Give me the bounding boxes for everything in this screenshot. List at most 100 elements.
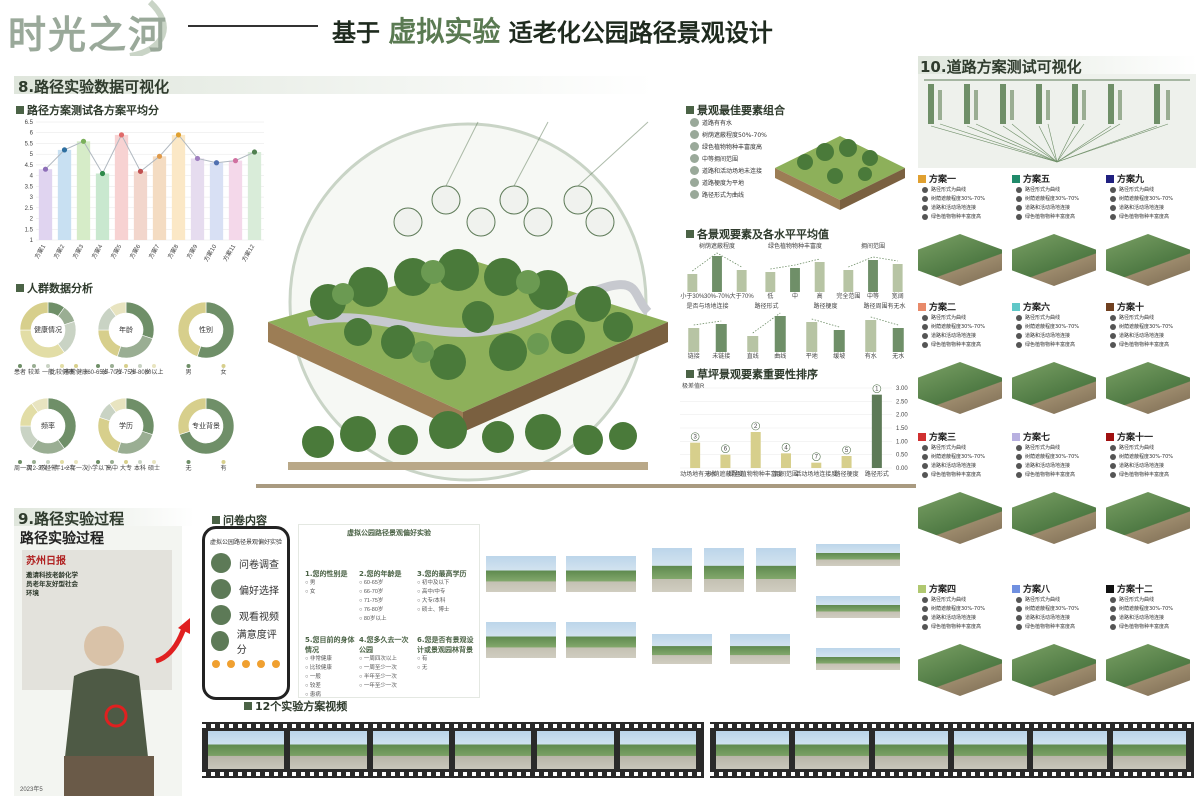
pref-photo[interactable]	[652, 634, 712, 664]
video-frame[interactable]	[954, 731, 1028, 769]
pref-photo[interactable]	[816, 648, 900, 670]
plan-legend: 路径形式为曲线树荫遮蔽程度30%-70%道路和活动场地连接绿色植物物种丰富度高	[1110, 314, 1173, 350]
x-tick-label: 方案1	[33, 242, 48, 260]
question-option[interactable]: ○ 一周四次以上	[359, 656, 397, 662]
factor-icon	[922, 214, 928, 220]
question-option[interactable]: ○ 比较健康	[305, 665, 332, 671]
question-option[interactable]: ○ 高中/中专	[417, 589, 446, 595]
score-bar	[228, 160, 243, 240]
legend-label: 非常健康	[64, 368, 88, 376]
plan-model-render[interactable]	[1012, 644, 1096, 696]
legend-swatch	[110, 460, 114, 464]
video-frame[interactable]	[874, 731, 948, 769]
phone-menu-item[interactable]: 满意度评分	[211, 628, 281, 656]
factor-bar	[712, 256, 722, 292]
video-frame[interactable]	[1033, 731, 1107, 769]
question-option[interactable]: ○ 非常健康	[305, 656, 332, 662]
video-frame[interactable]	[1112, 731, 1186, 769]
question-option[interactable]: ○ 有	[417, 656, 428, 662]
pref-photo[interactable]	[816, 596, 900, 618]
question-option[interactable]: ○ 66-70岁	[359, 589, 384, 595]
question-option[interactable]: ○ 男	[305, 580, 316, 586]
pref-photo[interactable]	[652, 548, 692, 592]
plan-model-render[interactable]	[918, 234, 1002, 286]
plan-model-render[interactable]	[1012, 492, 1096, 544]
factor-cat-label: 中	[792, 292, 798, 300]
process-panel: 路径实验过程 苏州日报 邀请科技老龄化学员老年友好型社会环境 2023年5	[14, 526, 190, 796]
question-option[interactable]: ○ 较差	[305, 683, 321, 689]
pref-photo[interactable]	[730, 634, 790, 664]
emoji-2-icon[interactable]	[227, 660, 236, 668]
plan-model-render[interactable]	[1106, 362, 1190, 414]
video-frame[interactable]	[795, 731, 869, 769]
question-option[interactable]: ○ 患病	[305, 692, 321, 698]
pref-photo[interactable]	[704, 548, 744, 592]
legend-swatch	[138, 364, 142, 368]
factor-chart-title: 路径周围有无水	[863, 302, 905, 310]
emoji-1-icon[interactable]	[212, 660, 221, 668]
pref-photo[interactable]	[566, 622, 636, 658]
video-frame[interactable]	[537, 731, 614, 769]
question-option[interactable]: ○ 一周至少一次	[359, 665, 397, 671]
pref-photo[interactable]	[816, 544, 900, 566]
rank-number: 3	[693, 435, 697, 441]
pref-photo[interactable]	[486, 556, 556, 592]
y-tick-label: 1	[30, 238, 34, 244]
factor-chart-title: 绿色植物物种丰富度	[768, 242, 822, 250]
plan-legend: 路径形式为曲线树荫遮蔽程度30%-70%道路和活动场地连接绿色植物物种丰富度高	[1016, 444, 1079, 480]
video-frame[interactable]	[455, 731, 532, 769]
factor-icon	[1016, 454, 1022, 460]
donut-slice	[97, 416, 122, 454]
video-frame[interactable]	[619, 731, 696, 769]
factor-icon	[1110, 196, 1116, 202]
video-frame[interactable]	[372, 731, 449, 769]
phone-menu-item[interactable]: 观看视频	[211, 602, 281, 628]
plan-model-render[interactable]	[918, 492, 1002, 544]
plan-model-render[interactable]	[918, 362, 1002, 414]
video-frame[interactable]	[716, 731, 790, 769]
q4-label: 4.您多久去一次公园	[359, 636, 409, 654]
video-frame[interactable]	[208, 731, 285, 769]
question-option[interactable]: ○ 女	[305, 589, 316, 595]
pref-photo[interactable]	[756, 548, 796, 592]
plan-model-render[interactable]	[1106, 492, 1190, 544]
emoji-3-icon[interactable]	[241, 660, 250, 668]
question-option[interactable]: ○ 初中及以下	[417, 580, 450, 586]
question-option[interactable]: ○ 无	[417, 665, 428, 671]
plan-model-render[interactable]	[1106, 644, 1190, 696]
emoji-5-icon[interactable]	[271, 660, 280, 668]
phone-menu-item[interactable]: 问卷调查	[211, 550, 281, 576]
plan-model-render[interactable]	[1106, 234, 1190, 286]
factor-icon	[922, 324, 928, 330]
phone-menu-item[interactable]: 偏好选择	[211, 576, 281, 602]
question-option[interactable]: ○ 半年至少一次	[359, 674, 397, 680]
factor-cat-label: 未链接	[712, 352, 730, 360]
factor-icon	[1016, 445, 1022, 451]
factor-icon	[1016, 214, 1022, 220]
plan-model-render[interactable]	[1012, 362, 1096, 414]
factor-icon	[690, 154, 699, 163]
factor-icon	[922, 315, 928, 321]
pref-photo[interactable]	[486, 622, 556, 658]
factor-bar	[806, 322, 818, 352]
plan-legend-item: 树荫遮蔽程度30%-70%	[922, 453, 985, 462]
question-option[interactable]: ○ 大专/本科	[417, 598, 446, 604]
question-option[interactable]: ○ 76-80岁	[359, 607, 384, 613]
question-option[interactable]: ○ 一般	[305, 674, 321, 680]
menu-item-icon	[211, 579, 231, 599]
plan-legend-item: 绿色植物物种丰富度高	[1110, 341, 1173, 350]
question-option[interactable]: ○ 硕士、博士	[417, 607, 450, 613]
plan-color-swatch	[918, 585, 926, 593]
emoji-4-icon[interactable]	[256, 660, 265, 668]
pref-photo[interactable]	[566, 556, 636, 592]
question-option[interactable]: ○ 60-65岁	[359, 580, 384, 586]
plan-legend-item: 路径形式为曲线	[1016, 314, 1079, 323]
legend-swatch	[152, 460, 156, 464]
question-option[interactable]: ○ 一年至少一次	[359, 683, 397, 689]
plan-color-swatch	[918, 303, 926, 311]
plan-model-render[interactable]	[1012, 234, 1096, 286]
question-option[interactable]: ○ 71-75岁	[359, 598, 384, 604]
question-option[interactable]: ○ 80岁以上	[359, 616, 387, 622]
plan-model-render[interactable]	[918, 644, 1002, 696]
video-frame[interactable]	[290, 731, 367, 769]
